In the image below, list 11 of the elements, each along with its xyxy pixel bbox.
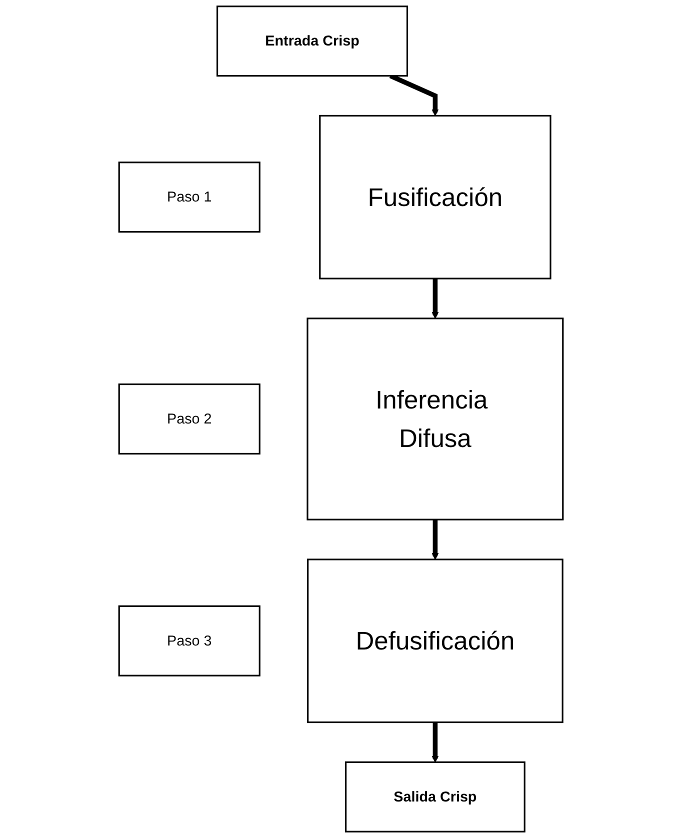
node-box xyxy=(216,6,408,77)
node-box xyxy=(118,605,260,676)
node-box xyxy=(307,558,564,724)
node-box xyxy=(118,162,260,233)
arrow xyxy=(432,520,439,560)
arrow xyxy=(432,278,439,319)
node-box xyxy=(345,761,526,832)
node-box xyxy=(306,318,564,520)
node-box xyxy=(118,383,260,455)
arrow xyxy=(432,722,439,762)
node-box xyxy=(319,114,552,280)
